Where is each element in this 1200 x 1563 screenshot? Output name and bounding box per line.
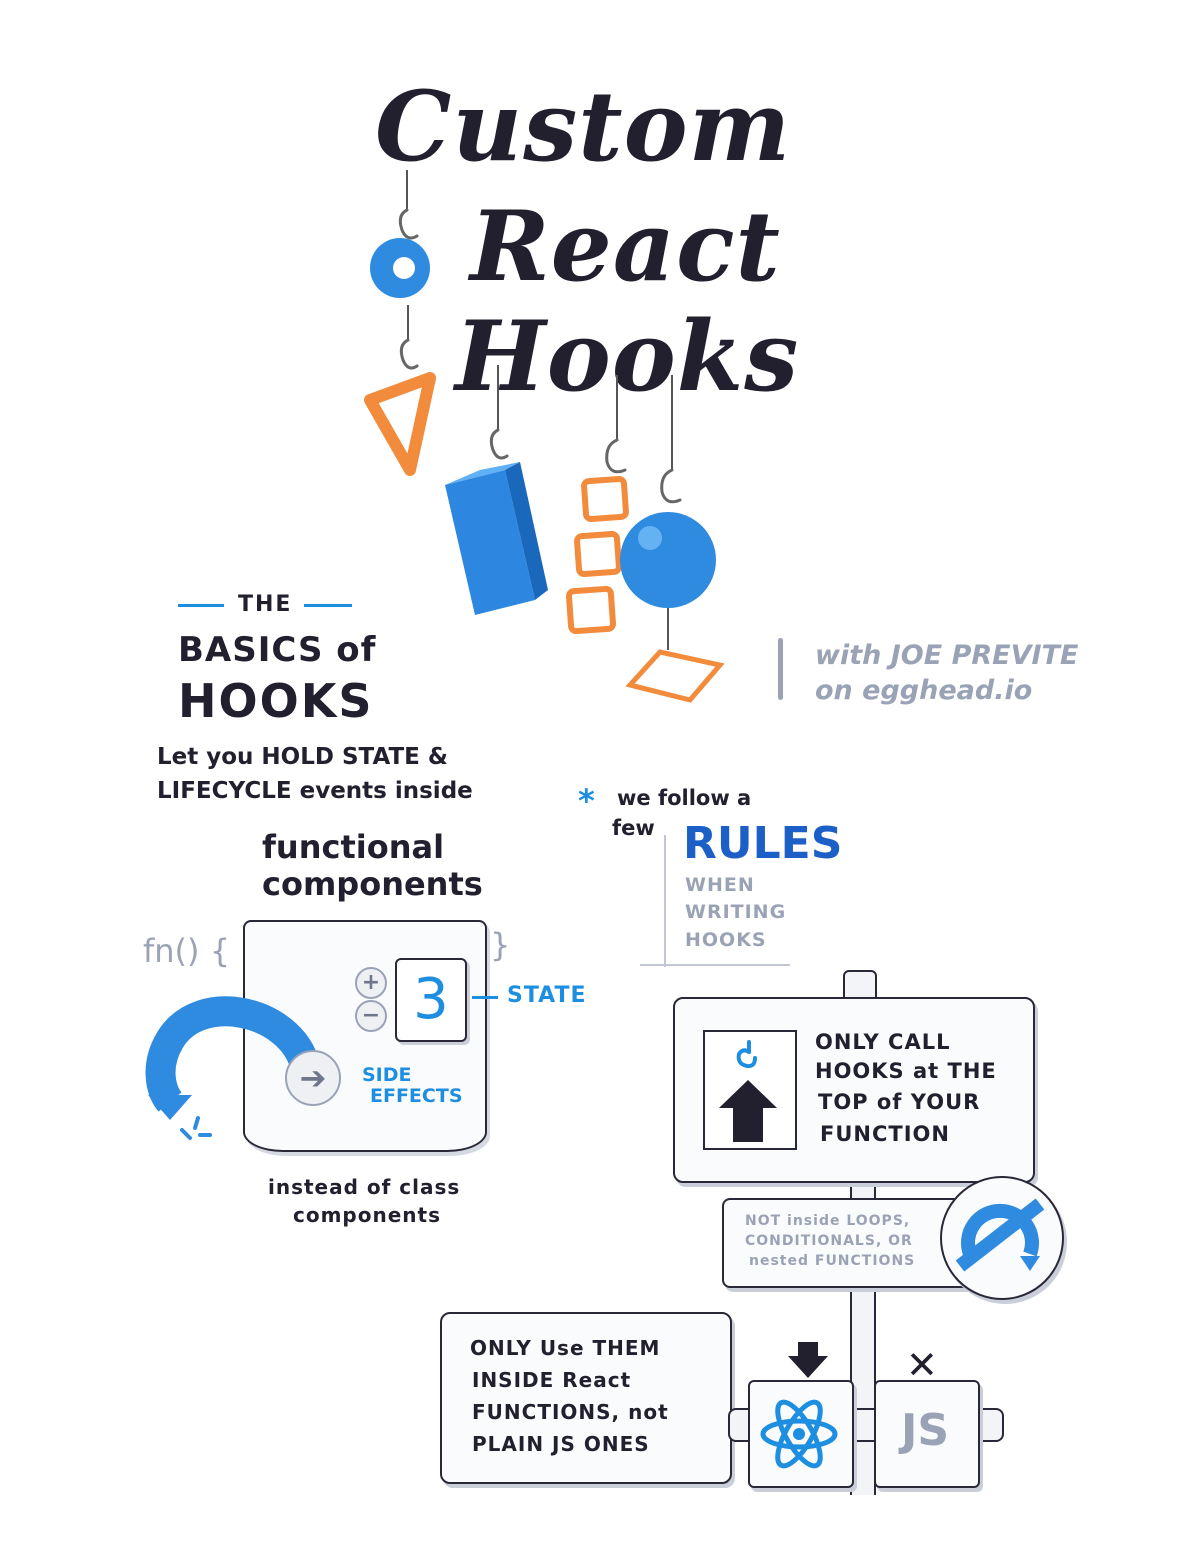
the-dash-left xyxy=(178,604,224,607)
basics-desc-1: Let you HOLD STATE & xyxy=(157,744,448,770)
instead-label-2: components xyxy=(293,1203,441,1227)
rules-vertical-rule xyxy=(664,835,666,967)
block-shape xyxy=(445,462,548,615)
basics-heading-1: BASICS of xyxy=(178,630,377,670)
chain-shape xyxy=(565,475,629,635)
rule-1-line-4: FUNCTION xyxy=(820,1122,950,1146)
credit-site: on egghead.io xyxy=(815,675,1033,706)
triangle-shape xyxy=(364,372,436,476)
hook-up-arrow-icon xyxy=(719,1040,777,1142)
fn-close-brace: } xyxy=(490,926,511,964)
title-line-custom: Custom xyxy=(375,70,792,183)
rule-1-note-line-1: NOT inside LOOPS, xyxy=(745,1213,911,1229)
no-loop-icon xyxy=(955,1198,1045,1272)
decrement-button[interactable]: − xyxy=(355,1000,387,1032)
rule-1-note-line-3: nested FUNCTIONS xyxy=(749,1253,916,1269)
title-line-hooks: Hooks xyxy=(455,300,800,413)
side-effects-label-2: EFFECTS xyxy=(370,1085,463,1107)
functional-label-2: components xyxy=(262,865,483,903)
card-shape xyxy=(625,649,725,703)
instead-label-1: instead of class xyxy=(268,1175,461,1199)
rules-horizontal-rule xyxy=(640,964,790,966)
curved-arrow-icon xyxy=(145,996,320,1140)
rule-2-line-4: PLAIN JS ONES xyxy=(472,1432,650,1456)
side-effects-label-1: SIDE xyxy=(362,1064,412,1086)
rule-2-line-3: FUNCTIONS, not xyxy=(472,1400,669,1424)
basics-heading-2: HOOKS xyxy=(178,674,374,728)
signpost-top xyxy=(843,970,877,1002)
rules-intro-1: we follow a xyxy=(617,786,752,810)
functional-label-1: functional xyxy=(262,828,445,866)
rule-1-line-2: HOOKS at THE xyxy=(815,1059,997,1083)
rules-heading: RULES xyxy=(683,818,843,869)
rule-2-line-2: INSIDE React xyxy=(472,1368,632,1392)
arrow-right-icon: ➔ xyxy=(285,1050,341,1106)
increment-button[interactable]: + xyxy=(355,967,387,999)
rule-1-line-3: TOP of YOUR xyxy=(818,1090,981,1114)
rules-intro-2: few xyxy=(612,816,655,840)
state-connector xyxy=(472,996,498,999)
basics-the: THE xyxy=(238,592,293,617)
title-line-react: React xyxy=(470,190,781,303)
rule-1-line-1: ONLY CALL xyxy=(815,1030,951,1054)
rules-sub-3: HOOKS xyxy=(685,929,767,951)
rule-2-sign xyxy=(440,1312,732,1484)
sphere-shape xyxy=(620,512,716,608)
rules-sub-1: WHEN xyxy=(685,874,755,896)
asterisk-icon: * xyxy=(578,782,595,820)
x-mark-icon: ✕ xyxy=(906,1343,938,1387)
hanging-shapes-illustration xyxy=(364,170,725,703)
credit-author: with JOE PREVITE xyxy=(815,640,1079,671)
rule-1-note-line-2: CONDITIONALS, OR xyxy=(745,1233,913,1249)
down-arrow-icon xyxy=(788,1342,828,1378)
rules-sub-2: WRITING xyxy=(685,901,787,923)
the-dash-right xyxy=(304,604,352,607)
fn-open-brace: fn() { xyxy=(143,932,231,970)
js-label: JS xyxy=(900,1405,950,1456)
state-value-display: 3 xyxy=(395,958,467,1042)
react-logo-icon xyxy=(760,1399,838,1469)
js-cube xyxy=(874,1380,980,1488)
basics-desc-2: LIFECYCLE events inside xyxy=(157,778,473,804)
rule-2-line-1: ONLY Use THEM xyxy=(470,1336,661,1360)
credit-divider xyxy=(778,638,783,700)
rule-1-sign xyxy=(673,997,1035,1183)
state-label: STATE xyxy=(507,983,587,1008)
